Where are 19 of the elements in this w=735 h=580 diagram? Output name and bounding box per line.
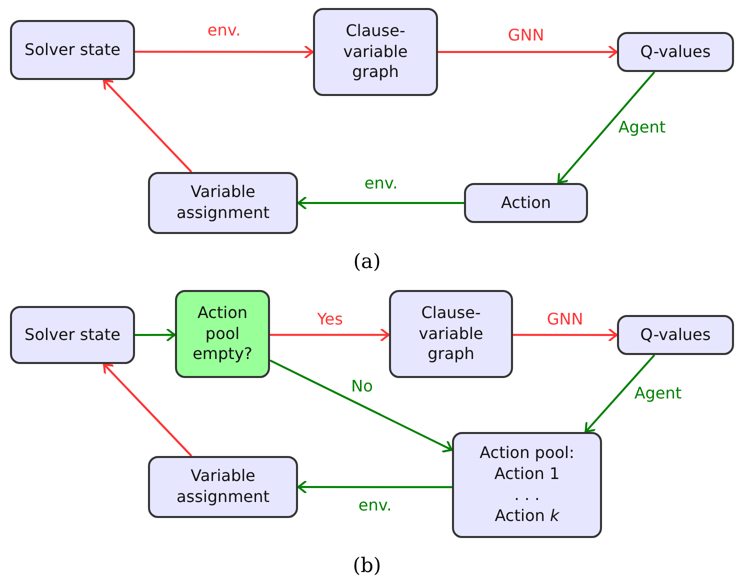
decision-box: Action pool empty? [175,290,270,378]
edge-label: Agent [632,384,684,402]
node-text: Action pool: [480,443,574,464]
process-box: Solver state [10,20,135,80]
process-box: Clause-variable graph [313,8,438,96]
edge-label: Agent [616,118,668,136]
process-box: Clause-variable graph [389,290,513,378]
process-box [452,432,602,538]
process-box: Variable assignment [148,456,298,518]
node-text: Action 1 [494,464,560,485]
panel-caption: (a) [353,249,381,273]
node-text: Action k [494,506,560,527]
process-box: Q-values [617,315,734,355]
process-box: Action [464,183,588,223]
process-box: Q-values [617,32,734,72]
process-box: Solver state [10,306,135,364]
node-text: . . . [514,485,540,506]
process-box: Variable assignment [148,172,298,234]
panel-caption: (b) [352,553,382,577]
